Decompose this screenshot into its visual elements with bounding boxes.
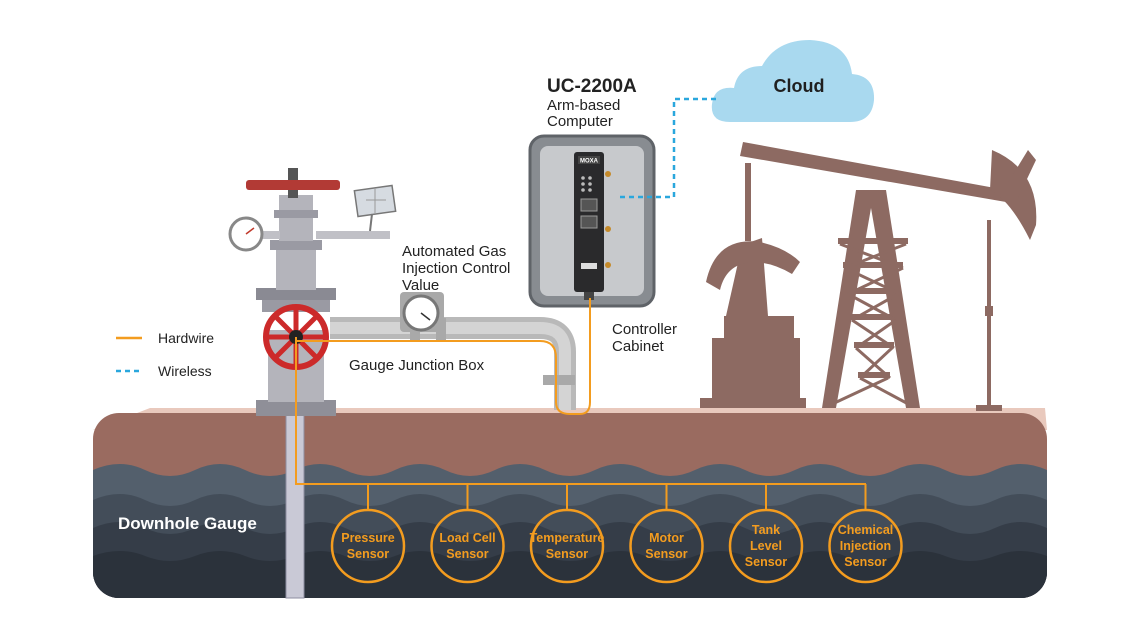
- sensor-label: Sensor: [645, 547, 688, 561]
- valve-label-line3: Value: [402, 277, 439, 294]
- gas-injection-valve: [400, 292, 444, 332]
- sensor-label: Injection: [840, 539, 891, 553]
- wireless-link: [618, 97, 716, 199]
- sensor-circle: [728, 508, 804, 584]
- sensor-label: Temperature: [530, 531, 605, 545]
- sensor-label: Sensor: [446, 547, 489, 561]
- device-desc-line2: Computer: [547, 113, 613, 130]
- valve-label-line2: Injection Control: [402, 260, 510, 277]
- sensor-label: Chemical: [838, 523, 894, 537]
- device-model: UC-2200A: [547, 76, 637, 97]
- sensor-label: Level: [750, 539, 782, 553]
- sensor-label: Tank: [752, 523, 780, 537]
- sensor-circle: [629, 508, 704, 584]
- sensor-circle: [828, 508, 903, 584]
- cabinet-label-line1: Controller: [612, 321, 677, 338]
- sensor-label: Sensor: [546, 547, 589, 561]
- device-desc-line1: Arm-based: [547, 97, 620, 114]
- cabinet-label-line2: Cabinet: [612, 338, 665, 355]
- sensor-label: Motor: [649, 531, 684, 545]
- derrick-lattice: [827, 242, 913, 408]
- sensor-label: Pressure: [341, 531, 395, 545]
- legend-hardwire-label: Hardwire: [158, 330, 214, 346]
- underground-section: [93, 413, 1047, 598]
- sensor-circle: [529, 508, 605, 584]
- controller-cabinet: MOXA: [528, 134, 656, 308]
- legend: Hardwire Wireless: [116, 330, 214, 379]
- sensor-label: Sensor: [745, 555, 788, 569]
- downhole-gauge-label: Downhole Gauge: [118, 514, 257, 533]
- sensor-label: Sensor: [844, 555, 887, 569]
- hardwire-network: [295, 298, 866, 485]
- valve-label-line1: Automated Gas: [402, 243, 506, 260]
- pump-jack: [700, 142, 1037, 411]
- sensor-circle: [330, 508, 406, 584]
- sensor-circle: [430, 508, 505, 584]
- sensor-drops: [367, 484, 867, 510]
- device-brand: MOXA: [580, 159, 599, 165]
- junction-box-label: Gauge Junction Box: [349, 357, 485, 374]
- cloud-label: Cloud: [774, 76, 825, 96]
- cloud-shape: [711, 40, 875, 122]
- wellhead: [228, 168, 397, 416]
- sensor-label: Load Cell: [439, 531, 495, 545]
- sensor-label: Sensor: [347, 547, 390, 561]
- legend-wireless-label: Wireless: [158, 363, 212, 379]
